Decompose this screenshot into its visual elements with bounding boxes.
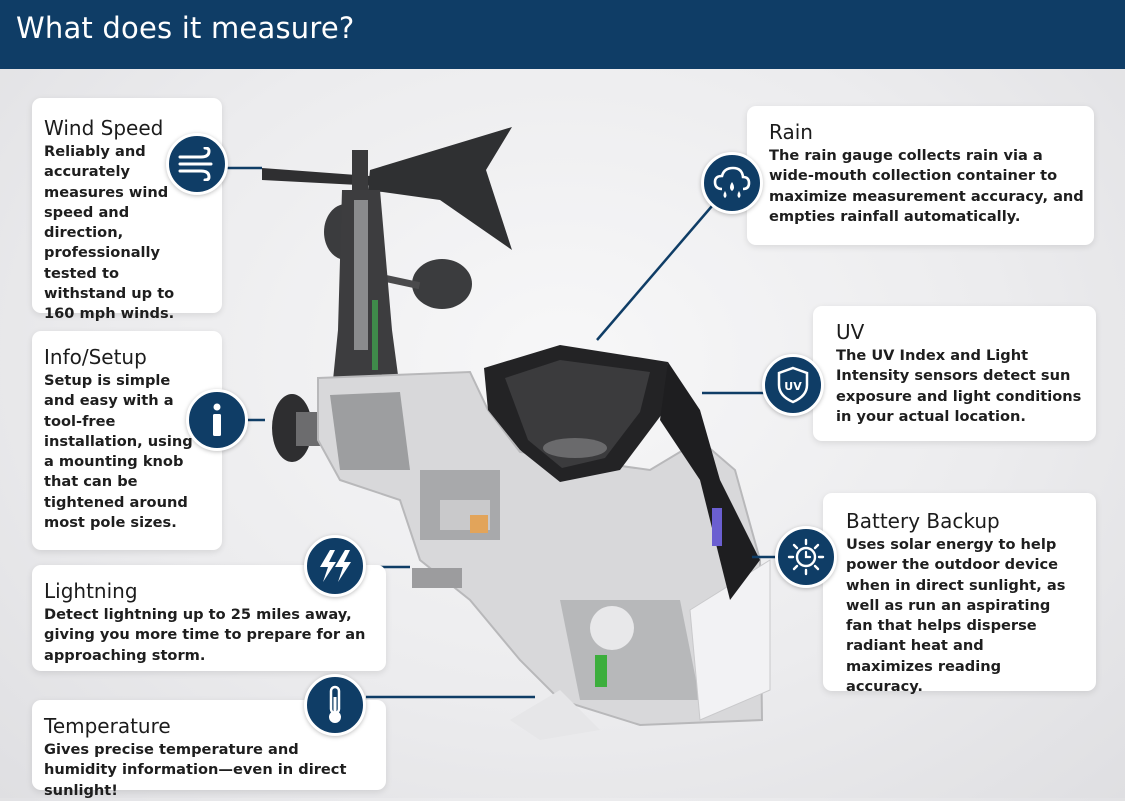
rain-cloud-icon: [701, 152, 763, 214]
uv-desc: The UV Index and Light Intensity sensors…: [836, 347, 1082, 425]
battery-backup-title: Battery Backup: [846, 509, 1000, 533]
info-setup-card: Info/Setup Setup is simple and easy with…: [32, 331, 222, 550]
info-setup-desc: Setup is simple and easy with a tool-fre…: [44, 372, 193, 532]
rain-title: Rain: [769, 120, 813, 144]
info-icon: [186, 389, 248, 451]
battery-backup-card: Battery Backup Uses solar energy to help…: [823, 493, 1096, 695]
temperature-desc: Gives precise temperature and humidity i…: [44, 741, 347, 799]
page-title: What does it measure?: [16, 11, 355, 45]
rain-card: Rain The rain gauge collects rain via a …: [747, 106, 1094, 245]
wind-speed-desc: Reliably and accurately measures wind sp…: [44, 143, 175, 323]
battery-backup-desc: Uses solar energy to help power the outd…: [846, 536, 1066, 696]
main-housing: [317, 370, 771, 740]
temperature-title: Temperature: [44, 714, 171, 738]
uv-card: UV The UV Index and Light Intensity sens…: [813, 306, 1096, 441]
thermometer-icon: [304, 674, 366, 736]
lightning-desc: Detect lightning up to 25 miles away, gi…: [44, 606, 366, 664]
uv-badge-text: UV: [784, 380, 802, 393]
lightning-title: Lightning: [44, 579, 138, 603]
rain-desc: The rain gauge collects rain via a wide-…: [769, 147, 1084, 225]
header-bar: What does it measure?: [0, 0, 1125, 69]
rain-funnel: [484, 345, 760, 600]
uv-title: UV: [836, 320, 865, 344]
sun-clock-icon: [775, 526, 837, 588]
wind-icon: [166, 133, 228, 195]
wind-speed-title: Wind Speed: [44, 116, 164, 140]
lightning-icon: [304, 535, 366, 597]
info-setup-title: Info/Setup: [44, 345, 147, 369]
rain-leader-line: [596, 205, 713, 341]
uv-shield-icon: UV: [762, 354, 824, 416]
mast: [332, 190, 400, 390]
wind-speed-card: Wind Speed Reliably and accurately measu…: [32, 98, 222, 322]
wind-vane: [262, 127, 512, 250]
